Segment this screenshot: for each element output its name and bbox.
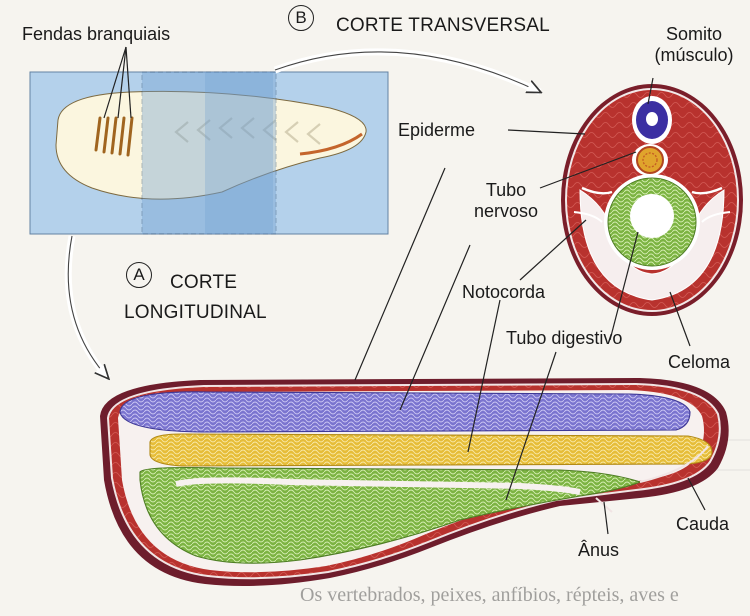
label-notochord: Notocorda — [462, 282, 546, 302]
label-digestive-tube: Tubo digestivo — [506, 328, 623, 348]
label-somite-line1: Somito — [665, 24, 723, 44]
label-neural-tube: Tubo nervoso — [466, 180, 546, 221]
arrow-to-longitudinal — [64, 235, 111, 381]
label-epidermis: Epiderme — [398, 120, 476, 140]
label-tail: Cauda — [676, 514, 730, 534]
label-transverse-title: CORTE TRANSVERSAL — [336, 15, 550, 36]
nerve-cord — [119, 391, 691, 433]
gill-slits-pointer-lines — [103, 46, 132, 119]
notochord-long — [149, 433, 713, 467]
notochord-cross — [636, 146, 664, 174]
gill-slits — [94, 116, 134, 157]
label-neural-tube-line2: nervoso — [473, 200, 539, 221]
label-longitudinal-title-1: CORTE — [170, 272, 238, 293]
label-a-marker: A — [126, 262, 152, 288]
label-b-marker: B — [288, 5, 314, 31]
leader-lines — [354, 77, 706, 535]
embryo-body — [55, 90, 367, 200]
transverse-section — [561, 84, 743, 316]
gut-long — [139, 466, 642, 564]
label-somite: Somito (músculo) — [644, 24, 744, 65]
background-text-line: Os vertebrados, peixes, anfíbios, réptei… — [300, 584, 679, 606]
longitudinal-section — [100, 378, 729, 586]
somite-chevrons — [174, 117, 321, 145]
label-neural-tube-line1: Tubo — [485, 180, 527, 200]
label-gill-slits: Fendas branquiais — [22, 24, 171, 44]
label-longitudinal-title-2: LONGITUDINAL — [124, 302, 267, 323]
embryo-section-view — [29, 71, 389, 235]
label-coelom: Celoma — [668, 352, 731, 372]
label-somite-line2: (músculo) — [654, 44, 734, 65]
transverse-plane — [141, 71, 277, 235]
label-anus: Ânus — [578, 540, 620, 560]
